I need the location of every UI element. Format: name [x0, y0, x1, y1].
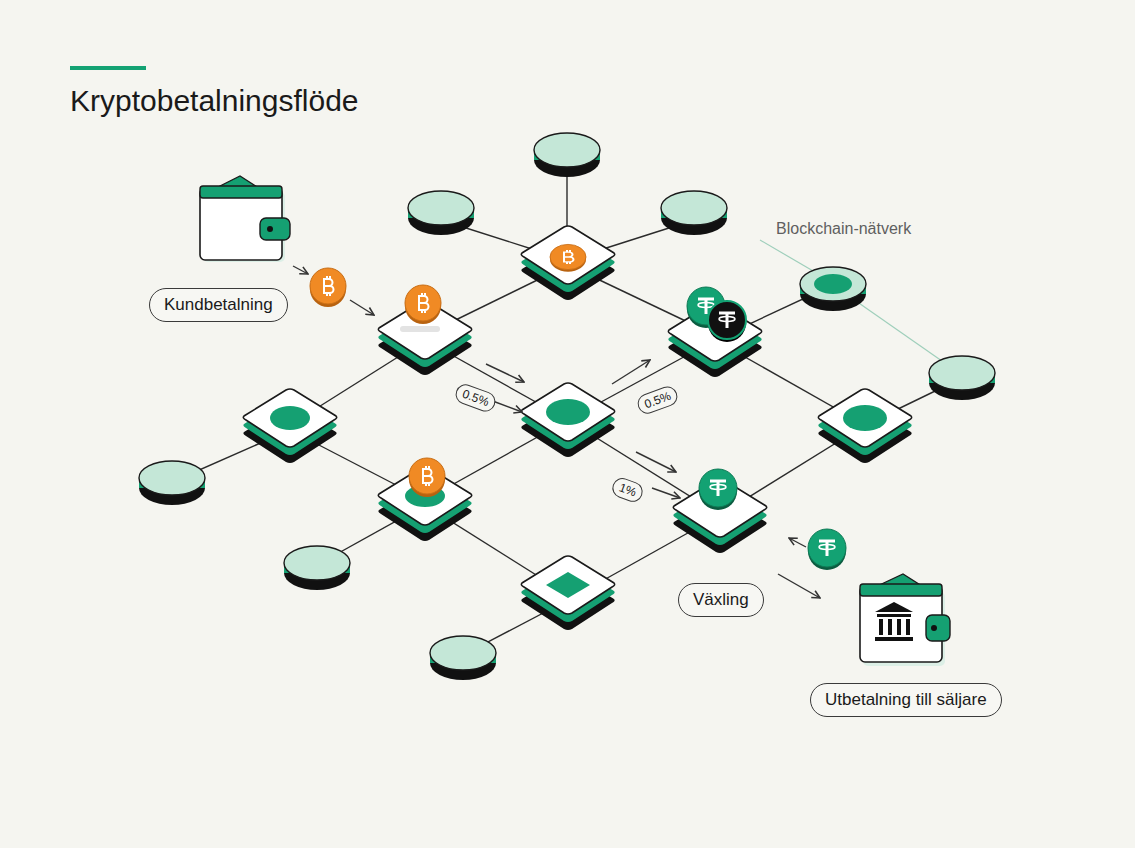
- network-disc-ring: [800, 267, 866, 311]
- pill-text: 1%: [617, 480, 638, 499]
- step-pill: Växling: [678, 583, 764, 617]
- network-discs: [139, 133, 995, 680]
- pill-text: 0.5%: [460, 387, 490, 410]
- network-link-faint: [760, 240, 820, 275]
- customer-wallet: [200, 176, 290, 262]
- diagram-title: Kryptobetalningsflöde: [70, 84, 359, 118]
- flow-arrows: [293, 266, 820, 598]
- step-pill: Kundbetalning: [149, 288, 288, 322]
- fee-pill: 0.5%: [453, 382, 499, 415]
- title-accent: [70, 66, 146, 70]
- network-label: Blockchain-nätverk: [776, 220, 911, 238]
- pill-text: Kundbetalning: [164, 295, 273, 314]
- pill-text: Utbetalning till säljare: [825, 690, 987, 709]
- pill-text: 0.5%: [642, 389, 672, 412]
- fee-pill: 0.5%: [635, 384, 681, 417]
- network-cubes: [243, 226, 911, 630]
- seller-wallet: [860, 574, 950, 666]
- crypto-coins: [310, 244, 846, 570]
- pill-text: Växling: [693, 590, 749, 609]
- step-pill: Utbetalning till säljare: [810, 683, 1002, 717]
- network-links: [172, 160, 962, 655]
- fee-pill: 1%: [610, 475, 646, 505]
